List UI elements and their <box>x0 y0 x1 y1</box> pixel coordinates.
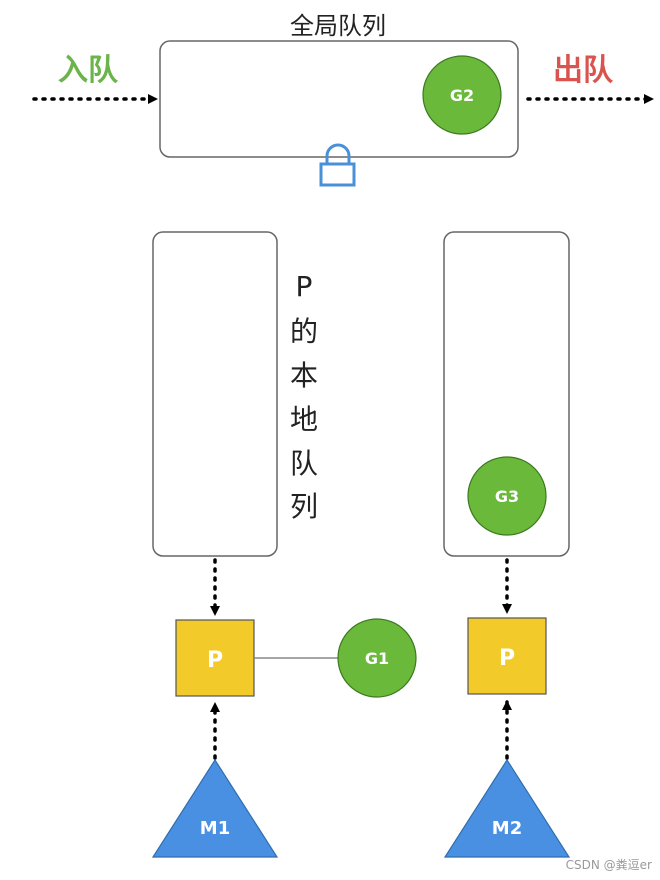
machine-m1-label: M1 <box>200 818 230 839</box>
local-queue-label-char: 本 <box>290 359 318 392</box>
global-queue-title: 全局队列 <box>290 12 386 40</box>
goroutine-g1: G1 <box>337 618 417 698</box>
right-processor-label: P <box>499 646 515 671</box>
machine-m2: M2 <box>443 758 571 858</box>
goroutine-g3: G3 <box>467 456 547 536</box>
machine-m2-label: M2 <box>492 818 522 839</box>
machine-m1: M1 <box>151 758 279 858</box>
local-queue-label-char: 的 <box>290 315 318 348</box>
left-local-queue-box <box>152 231 278 557</box>
left-processor: P <box>175 619 255 697</box>
goroutine-g1-label: G1 <box>365 649 389 668</box>
goroutine-g3-label: G3 <box>495 487 519 506</box>
left-processor-label: P <box>207 648 223 673</box>
goroutine-g2: G2 <box>422 55 502 135</box>
enqueue-label: 入队 <box>58 53 119 88</box>
goroutine-g2-label: G2 <box>450 86 474 105</box>
local-queue-label-char: 地 <box>290 403 318 436</box>
global-queue-box <box>159 40 519 158</box>
local-queue-label-char: P <box>296 270 313 303</box>
local-queue-label-char: 队 <box>290 447 318 480</box>
right-processor: P <box>467 617 547 695</box>
dequeue-label: 出队 <box>553 53 614 88</box>
lock-icon <box>319 143 356 187</box>
local-queue-vertical-label: P 的 本 地 队 列 <box>290 270 318 523</box>
local-queue-label-char: 列 <box>290 490 318 523</box>
watermark: CSDN @粪逗er <box>566 858 652 872</box>
